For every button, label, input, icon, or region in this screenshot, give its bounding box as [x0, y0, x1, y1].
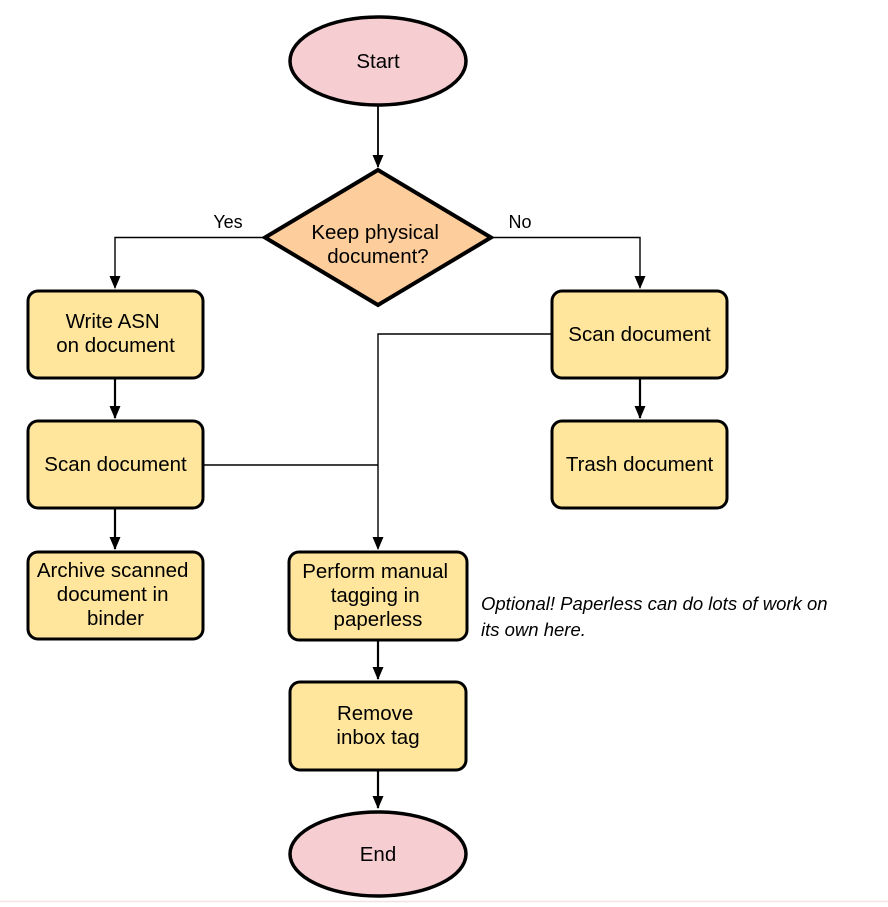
remove-inbox-tag-label: Remove inbox tag	[336, 702, 419, 749]
trash-document-label: Trash document	[566, 453, 714, 476]
edge-scan-right-to-tagging	[372, 333, 552, 550]
end-node-label: End	[360, 843, 396, 866]
decision-keep-physical-node	[261, 167, 495, 308]
remove-inbox-tag-node	[288, 680, 468, 772]
trash-document-node	[550, 419, 729, 510]
start-node-label: Start	[356, 50, 400, 73]
write-asn-node	[26, 289, 205, 380]
decision-keep-physical-label: Keep physical document?	[311, 221, 444, 268]
optional-note: Optional! Paperless can do lots of work …	[481, 593, 833, 640]
edge-decision-no-to-scan-right	[491, 236, 646, 289]
end-node	[288, 810, 468, 898]
scan-document-right-node	[550, 289, 729, 380]
archive-binder-node	[26, 550, 205, 641]
edge-label-no: No	[508, 212, 531, 232]
write-asn-label: Write ASN on document	[56, 310, 175, 357]
scan-document-left-label: Scan document	[44, 453, 187, 476]
scan-document-left-node	[26, 419, 205, 510]
start-node	[288, 15, 468, 107]
edges	[109, 105, 646, 809]
manual-tagging-label: Perform manual tagging in paperless	[302, 560, 454, 631]
archive-binder-label: Archive scanned document in binder	[37, 559, 194, 630]
edge-label-yes: Yes	[213, 212, 242, 232]
manual-tagging-node	[287, 550, 469, 642]
edge-decision-yes-to-write-asn	[109, 236, 265, 289]
scan-document-right-label: Scan document	[568, 323, 711, 346]
